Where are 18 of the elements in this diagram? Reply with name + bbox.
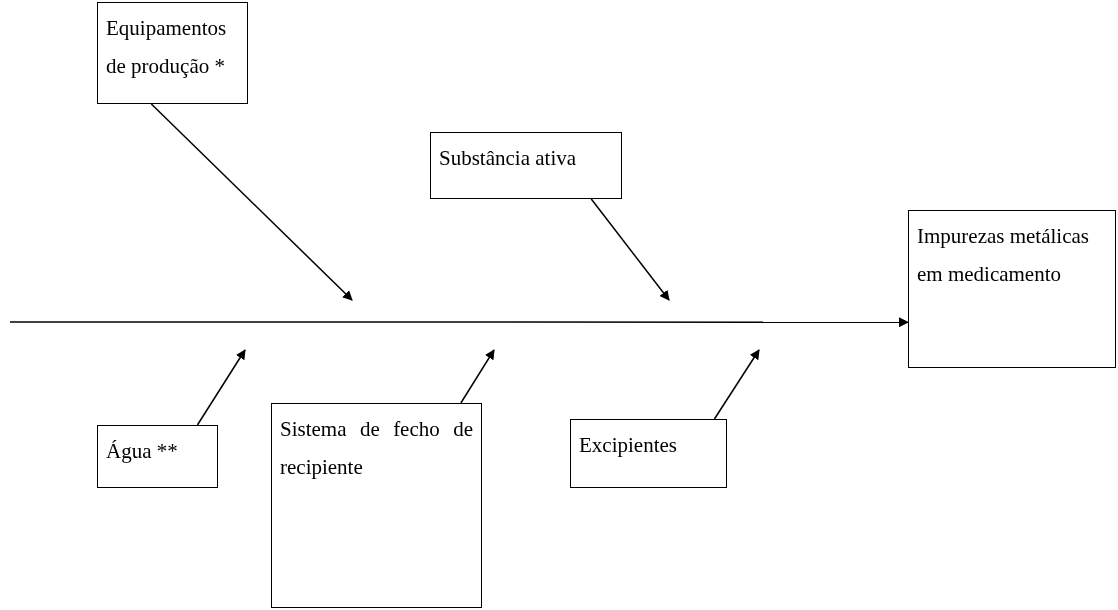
cause-label: Equipamentos de produção * [106,15,228,80]
effect-box [908,210,1116,368]
arrow [196,349,246,426]
arrow [590,198,670,301]
effect-label: Impurezas metálicas em medicamento [917,223,1090,288]
spine-arrow [9,317,909,328]
cause-box [430,132,622,199]
cause-label: Sistema de fecho de recipiente [280,416,473,481]
arrow [713,349,760,420]
cause-box [97,2,248,104]
arrow [460,349,495,404]
cause-box [271,403,482,608]
cause-box [97,425,218,488]
cause-label: Água ** [106,438,179,465]
cause-label: Excipientes [579,432,678,459]
cause-label: Substância ativa [439,145,578,172]
arrow [150,103,353,301]
cause-box [570,419,727,488]
